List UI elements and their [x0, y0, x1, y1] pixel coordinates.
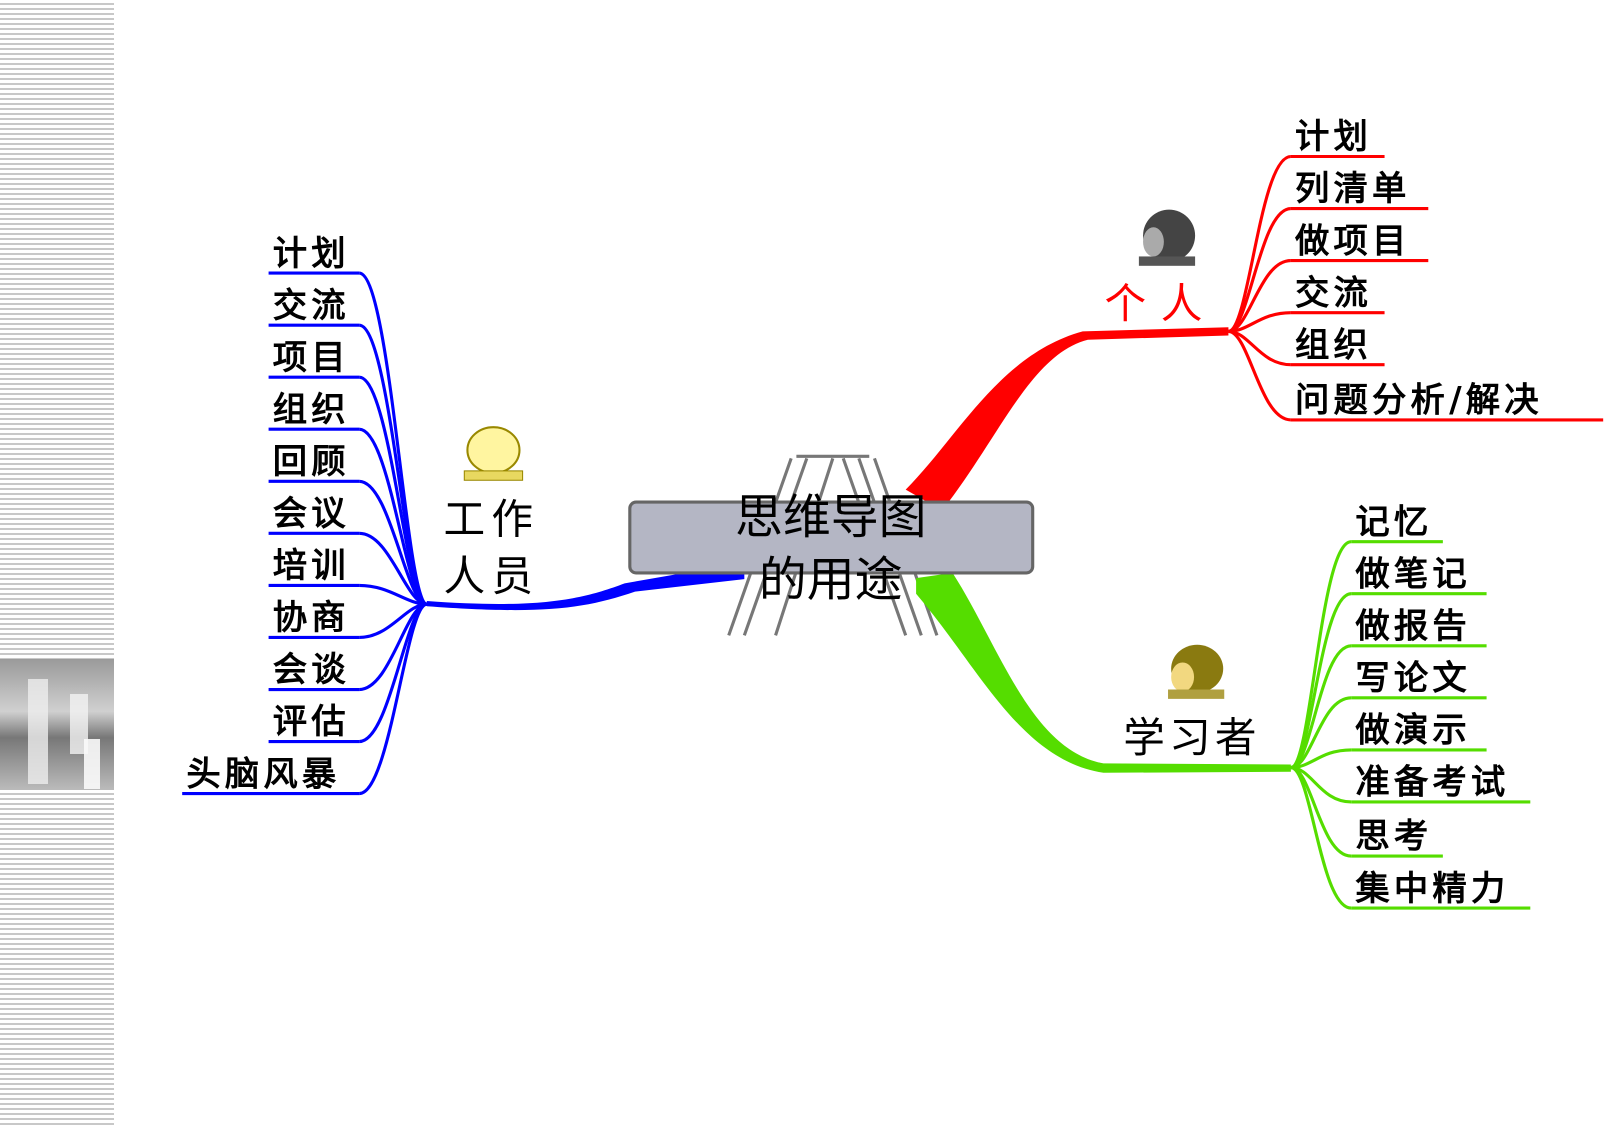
- leaf-connector: [1290, 766, 1352, 910]
- leaf-connector: [1227, 154, 1292, 333]
- leaf-learner-5[interactable]: 准备考试: [1355, 763, 1509, 803]
- leaf-learner-0[interactable]: 记忆: [1355, 502, 1432, 542]
- leaf-learner-1[interactable]: 做笔记: [1354, 554, 1471, 594]
- leaf-personal-0[interactable]: 计划: [1295, 117, 1372, 157]
- worker-label-line2: 人员: [443, 552, 539, 601]
- chess-pieces-image: [0, 659, 114, 790]
- learner-person-icon: [1168, 644, 1225, 699]
- leaf-connector: [1290, 592, 1352, 770]
- personal-label: 个人: [1105, 279, 1217, 328]
- leaf-connector: [1228, 259, 1292, 333]
- personal-person-icon: [1138, 209, 1196, 266]
- leaf-worker-6[interactable]: 培训: [273, 546, 350, 586]
- decorative-striped-sidebar: [0, 0, 114, 1125]
- leaf-connector: [358, 531, 428, 606]
- leaf-worker-4[interactable]: 回顾: [273, 442, 350, 482]
- leaf-connector: [1290, 696, 1352, 770]
- learner-main-branch: [916, 572, 1291, 773]
- leaf-connector: [1227, 206, 1292, 333]
- center-title-line1: 思维导图: [735, 490, 926, 545]
- leaf-worker-0[interactable]: 计划: [273, 234, 350, 274]
- leaf-worker-7[interactable]: 协商: [273, 598, 350, 638]
- leaf-personal-3[interactable]: 交流: [1295, 273, 1372, 313]
- leaf-connector: [358, 479, 428, 606]
- leaf-personal-2[interactable]: 做项目: [1294, 221, 1411, 261]
- personal-main-branch: [905, 327, 1229, 511]
- leaf-learner-7[interactable]: 集中精力: [1354, 869, 1509, 909]
- center-title-line2: 的用途: [759, 553, 903, 608]
- center-node-box: [628, 500, 1035, 575]
- leaf-learner-2[interactable]: 做报告: [1354, 606, 1471, 646]
- leaf-personal-1[interactable]: 列清单: [1295, 169, 1411, 209]
- leaf-worker-3[interactable]: 组织: [273, 390, 350, 430]
- leaf-worker-1[interactable]: 交流: [273, 286, 350, 326]
- leaf-worker-2[interactable]: 项目: [273, 338, 350, 378]
- leaf-personal-5[interactable]: 问题分析/解决: [1295, 381, 1543, 421]
- leaf-personal-4[interactable]: 组织: [1295, 325, 1372, 365]
- worker-label-line1: 工作: [443, 494, 539, 543]
- leaf-connector: [1290, 540, 1352, 770]
- worker-main-branch: [426, 562, 745, 611]
- worker-person-icon: [463, 426, 524, 481]
- leaf-connector: [358, 602, 428, 796]
- leaf-connector: [1227, 329, 1292, 422]
- leaf-learner-4[interactable]: 做演示: [1354, 711, 1471, 751]
- learner-label: 学习者: [1123, 713, 1260, 762]
- leaf-learner-6[interactable]: 思考: [1355, 817, 1432, 857]
- leaf-learner-3[interactable]: 写论文: [1355, 659, 1471, 699]
- leaf-worker-10[interactable]: 头脑风暴: [186, 754, 340, 794]
- leaf-connector: [1290, 766, 1352, 858]
- leaf-worker-9[interactable]: 评估: [273, 702, 350, 742]
- leaf-connector: [1290, 644, 1352, 770]
- leaf-worker-5[interactable]: 会议: [273, 494, 350, 534]
- leaf-worker-8[interactable]: 会谈: [273, 650, 350, 690]
